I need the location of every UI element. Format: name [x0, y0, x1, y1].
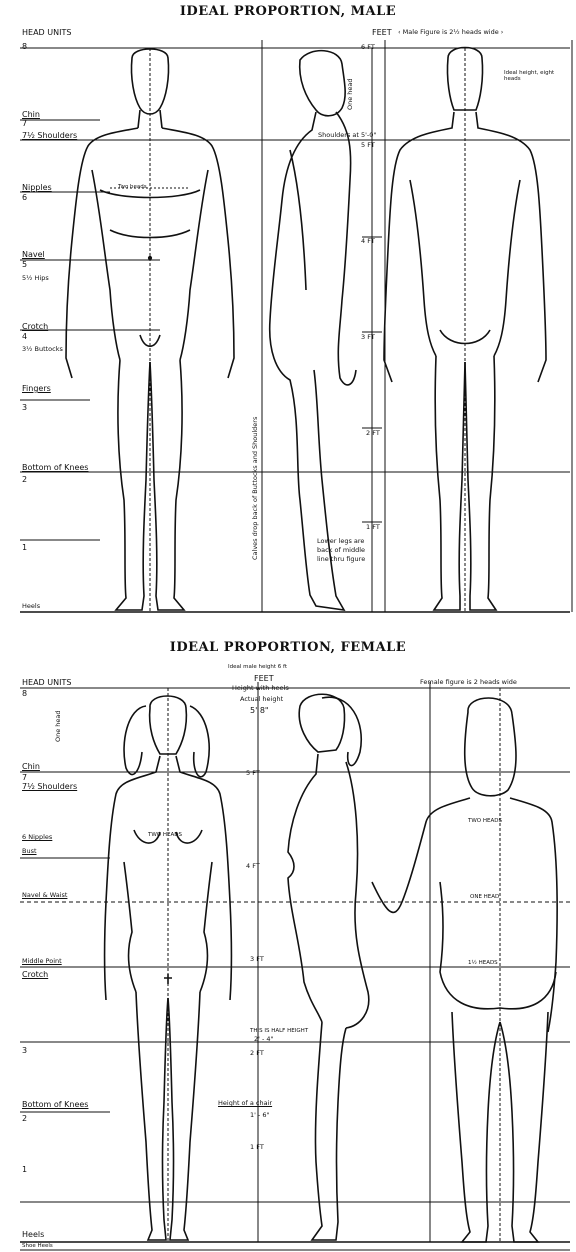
female-actual-height: Actual height — [240, 696, 283, 703]
female-unit-3: 3 — [22, 1046, 27, 1055]
male-feet-mark-6: 6 FT — [361, 44, 375, 51]
female-label-heels: Heels — [22, 1230, 44, 1239]
female-height-caption-top: Ideal male height 6 ft — [228, 664, 287, 670]
female-label-chin: Chin — [22, 762, 40, 771]
male-label-navel: Navel — [22, 250, 45, 259]
female-unit-2: 2 — [22, 1114, 27, 1123]
female-head-units-header: HEAD UNITS — [22, 678, 71, 687]
male-figure-drawing — [0, 0, 576, 622]
female-label-nipples: 6 Nipples — [22, 834, 52, 841]
male-unit-3: 3 — [22, 403, 27, 412]
female-feet-header: FEET — [254, 674, 274, 683]
male-feet-mark-5: 5 FT — [361, 142, 375, 149]
male-feet-mark-1: 1 FT — [366, 524, 380, 531]
male-unit-1: 1 — [22, 543, 27, 552]
male-label-nipples: Nipples — [22, 183, 52, 192]
male-unit-2: 2 — [22, 475, 27, 484]
male-two-heads-label: Two heads — [118, 184, 147, 190]
male-lower-legs-note-1: Lower legs are — [317, 538, 364, 545]
male-unit-5: 5 — [22, 260, 27, 269]
female-unit-7: 7 — [22, 773, 27, 782]
female-label-shoe-heels: Shoe Heels — [22, 1243, 53, 1249]
male-label-knees: Bottom of Knees — [22, 463, 88, 472]
female-label-middle-point: Middle Point — [22, 958, 62, 965]
female-width-note: Female figure is 2 heads wide — [420, 679, 517, 686]
male-feet-mark-3: 3 FT — [361, 334, 375, 341]
male-head-vertical-label: One head — [347, 78, 354, 110]
female-head-vertical-label: One head — [55, 710, 62, 742]
male-feet-mark-4: 4 FT — [361, 238, 375, 245]
female-one-head: ONE HEAD — [470, 894, 499, 900]
male-shoulders-height: Shoulders at 5'-0" — [318, 132, 376, 139]
male-unit-8: 8 — [22, 42, 27, 51]
female-label-crotch: Crotch — [22, 970, 48, 979]
male-label-buttocks: 3½ Buttocks — [22, 346, 63, 353]
male-feet-note: ‹ Male Figure is 2½ heads wide › — [398, 29, 503, 36]
male-label-chin: Chin — [22, 110, 40, 119]
male-unit-6: 6 — [22, 193, 27, 202]
female-label-shoulders: 7½ Shoulders — [22, 782, 77, 791]
female-label-knees: Bottom of Knees — [22, 1100, 88, 1109]
female-unit-8: 8 — [22, 689, 27, 698]
male-lower-legs-note-2: back of middle — [317, 547, 365, 554]
female-feet-mark-3: 3 FT — [250, 956, 264, 963]
female-label-breasts: Bust — [22, 848, 37, 855]
female-two-heads: TWO HEADS — [148, 832, 182, 838]
male-unit-4: 4 — [22, 332, 27, 341]
female-feet-mark-1: 1 FT — [250, 1144, 264, 1151]
female-figure-drawing — [0, 622, 576, 1252]
female-height-of-chair: Height of a chair — [218, 1100, 272, 1107]
male-head-units-header: HEAD UNITS — [22, 28, 71, 37]
male-feet-mark-2: 2 FT — [366, 430, 380, 437]
female-label-waist: Navel & Waist — [22, 892, 67, 899]
male-proportion-panel: IDEAL PROPORTION, MALE — [0, 0, 576, 622]
male-profile-vertical-note: Calves drop back of Buttocks and Shoulde… — [252, 417, 259, 560]
male-ideal-height-note: Ideal height, eight heads — [504, 70, 564, 82]
female-back-two-heads: TWO HEADS — [468, 818, 502, 824]
female-feet-mark-2: 2 FT — [250, 1050, 264, 1057]
female-one-half-heads: 1½ HEADS — [468, 960, 498, 966]
female-half-height-value: 2' - 4" — [254, 1036, 274, 1043]
female-proportion-panel: IDEAL PROPORTION, FEMALE — [0, 622, 576, 1252]
male-label-heels: Heels — [22, 603, 40, 610]
male-label-fingers: Fingers — [22, 384, 51, 393]
male-label-shoulders: 7½ Shoulders — [22, 131, 77, 140]
female-feet-mark-5: 5 FT — [246, 770, 260, 777]
female-chair-value: 1' - 6" — [250, 1112, 270, 1119]
female-height-with-heels: Height with heels — [232, 685, 289, 692]
male-unit-7: 7 — [22, 119, 27, 128]
male-label-hips: 5½ Hips — [22, 275, 49, 282]
female-feet-mark-4: 4 FT — [246, 863, 260, 870]
female-height-value: 5' 8" — [250, 706, 269, 715]
male-label-crotch: Crotch — [22, 322, 48, 331]
female-unit-1: 1 — [22, 1165, 27, 1174]
male-feet-header: FEET — [372, 28, 392, 37]
male-lower-legs-note-3: line thru figure — [317, 556, 365, 563]
female-half-height: THIS IS HALF HEIGHT — [250, 1028, 308, 1034]
